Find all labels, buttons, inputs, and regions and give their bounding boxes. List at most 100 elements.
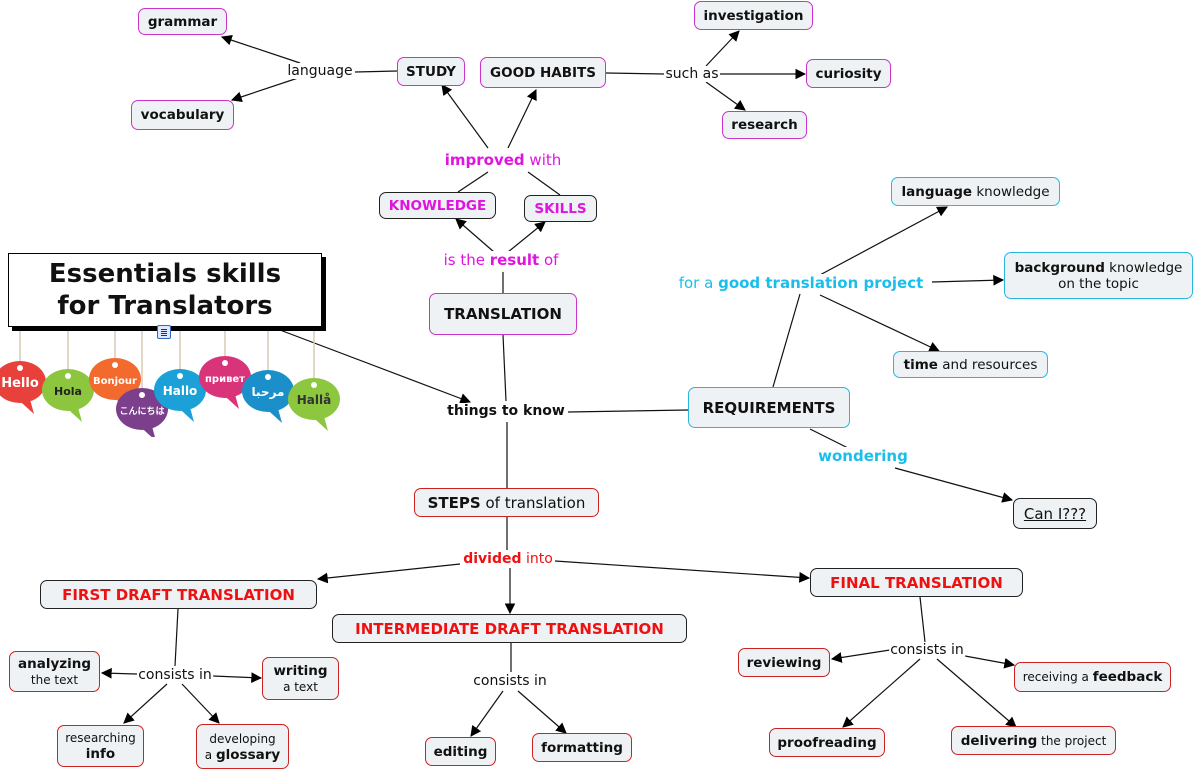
linking-phrase-language[interactable]: language [286, 63, 354, 79]
line-connector [502, 334, 507, 402]
node-line: editing [434, 744, 488, 760]
linking-phrase-improved-with[interactable]: improved with [443, 151, 563, 169]
node-line: background knowledge [1015, 260, 1183, 276]
concept-node-receiving-feedback[interactable]: receiving a feedback [1014, 662, 1171, 692]
text: and resources [937, 356, 1038, 373]
concept-node-good-habits[interactable]: GOOD HABITS [480, 57, 606, 88]
node-line: TRANSLATION [444, 306, 562, 322]
node-line: a glossary [205, 747, 280, 763]
text: a [204, 747, 216, 762]
text: knowledge [972, 183, 1050, 200]
node-line: reviewing [747, 655, 822, 671]
arrow-connector [441, 84, 489, 149]
arrow-connector [830, 649, 891, 663]
node-line: analyzing [18, 656, 91, 672]
arrow-connector [230, 77, 299, 103]
bold-text: REQUIREMENTS [702, 398, 836, 417]
node-line: info [86, 746, 115, 762]
concept-node-language-knowledge[interactable]: language knowledge [891, 177, 1060, 206]
arrow-connector [894, 467, 1014, 503]
bold-text: result [489, 251, 540, 269]
text: consists in [890, 642, 964, 658]
concept-node-research[interactable]: research [722, 111, 807, 139]
linking-phrase-such-as[interactable]: such as [664, 66, 720, 82]
concept-node-knowledge[interactable]: KNOWLEDGE [379, 192, 496, 219]
concept-node-intermediate-draft[interactable]: INTERMEDIATE DRAFT TRANSLATION [332, 614, 687, 643]
concept-node-proofreading[interactable]: proofreading [769, 728, 885, 757]
node-line: FIRST DRAFT TRANSLATION [62, 587, 295, 603]
bold-text: writing [273, 662, 328, 679]
concept-node-vocabulary[interactable]: vocabulary [131, 100, 234, 130]
title-line-1: Essentials skills [48, 259, 282, 289]
resource-document-icon[interactable] [157, 325, 171, 339]
text: of [539, 251, 559, 269]
concept-node-grammar[interactable]: grammar [138, 8, 227, 35]
node-line: receiving a feedback [1023, 669, 1163, 685]
bold-text: good translation project [718, 274, 924, 292]
concept-node-steps[interactable]: STEPS of translation [414, 488, 599, 517]
bold-text: delivering [960, 732, 1038, 749]
concept-node-delivering[interactable]: delivering the project [951, 726, 1116, 755]
linking-phrase-divided-into[interactable]: divided into [462, 551, 554, 567]
concept-node-requirements[interactable]: REQUIREMENTS [688, 387, 850, 428]
speech-bubble: مرحبا [242, 327, 294, 423]
text: into [521, 551, 553, 567]
linking-phrase-result-of[interactable]: is the result of [442, 251, 560, 269]
greetings-speech-bubbles-image: HelloHolaBonjourこんにちはHalloприветمرحباHal… [0, 327, 340, 437]
arrow-connector [316, 563, 461, 584]
concept-node-first-draft[interactable]: FIRST DRAFT TRANSLATION [40, 580, 317, 609]
linking-phrase-consists-in-2[interactable]: consists in [472, 673, 548, 689]
bold-text: background [1014, 259, 1105, 276]
concept-node-can-i[interactable]: Can I??? [1013, 498, 1097, 529]
concept-node-time-resources[interactable]: time and resources [893, 351, 1048, 378]
concept-node-skills[interactable]: SKILLS [524, 195, 597, 222]
bold-text: STEPS [427, 493, 481, 512]
concept-node-formatting[interactable]: formatting [532, 733, 632, 762]
linking-phrase-wondering[interactable]: wondering [817, 447, 909, 465]
speech-bubble: Hola [42, 327, 94, 422]
node-line: Can I??? [1024, 506, 1086, 522]
concept-node-translation[interactable]: TRANSLATION [429, 293, 577, 335]
node-line: vocabulary [141, 107, 225, 123]
bold-text: glossary [215, 746, 281, 763]
node-line: formatting [541, 740, 623, 756]
linking-phrase-consists-in-1[interactable]: consists in [137, 667, 213, 683]
bold-text: editing [433, 743, 488, 760]
greeting-text: Hallå [297, 393, 331, 407]
greeting-text: こんにちは [119, 406, 164, 417]
linking-phrase-consists-in-3[interactable]: consists in [889, 642, 965, 658]
arrow-connector [817, 206, 948, 277]
arrow-connector [100, 667, 138, 679]
node-line: INTERMEDIATE DRAFT TRANSLATION [355, 621, 664, 637]
arrow-connector [842, 658, 921, 728]
bold-text: investigation [703, 7, 804, 24]
arrow-connector [554, 560, 811, 583]
greeting-text: привет [205, 374, 245, 385]
text: such as [665, 66, 719, 82]
node-line: a text [283, 679, 318, 695]
arrow-connector [123, 683, 168, 724]
concept-node-reviewing[interactable]: reviewing [738, 648, 830, 677]
node-line: time and resources [904, 357, 1038, 373]
bold-text: research [731, 117, 798, 133]
arrow-connector [455, 218, 495, 253]
node-line: STEPS of translation [428, 495, 586, 511]
concept-node-investigation[interactable]: investigation [694, 1, 813, 30]
text: for a [678, 274, 719, 292]
node-line: STUDY [406, 64, 456, 80]
concept-node-curiosity[interactable]: curiosity [806, 59, 891, 88]
concept-node-final-translation[interactable]: FINAL TRANSLATION [810, 568, 1023, 597]
linking-phrase-things-to-know[interactable]: things to know [446, 403, 566, 419]
text: of translation [480, 493, 586, 512]
linking-phrase-good-project[interactable]: for a good translation project [677, 274, 925, 292]
node-line: delivering the project [961, 733, 1107, 749]
text: the text [30, 672, 79, 687]
concept-node-editing[interactable]: editing [425, 737, 496, 766]
concept-node-study[interactable]: STUDY [397, 57, 465, 86]
